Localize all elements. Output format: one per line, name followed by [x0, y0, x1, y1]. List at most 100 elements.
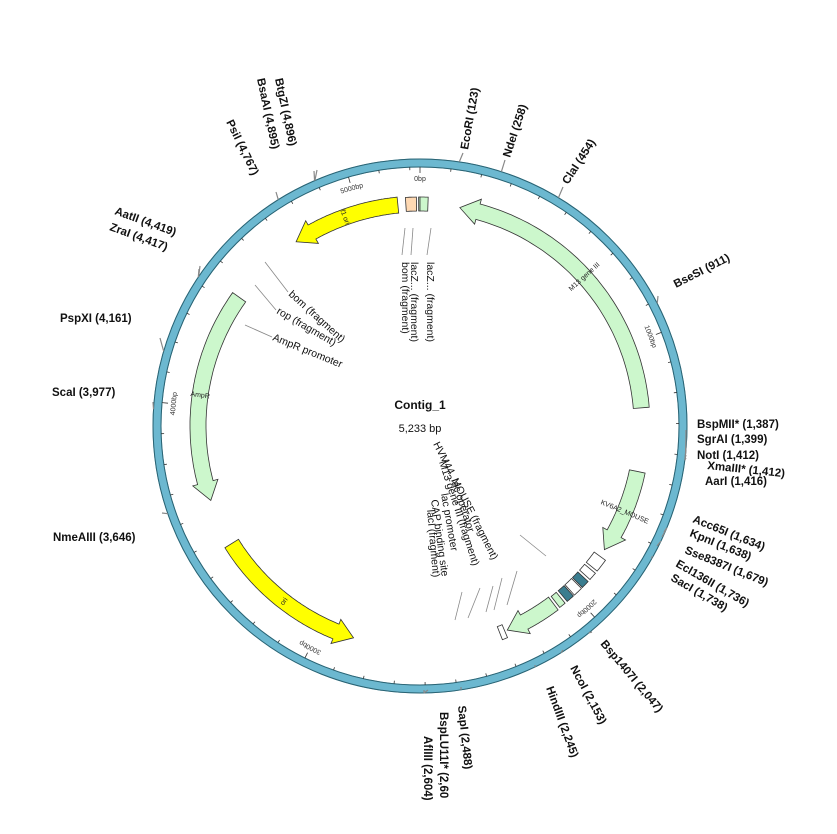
restriction-site-label: ClaI (454): [560, 137, 598, 187]
tick-mark: [568, 634, 571, 638]
restriction-site-label: BseSI (911): [672, 252, 732, 291]
restriction-site-label: Bsp1407I (2,047): [598, 638, 665, 715]
restriction-site[interactable]: BtgZI (4,896): [272, 77, 318, 181]
block-block-2240: [496, 624, 509, 641]
tick-mark: [252, 621, 256, 625]
restriction-site[interactable]: SapI (2,488): [455, 686, 474, 770]
feature-kv6a2-mouse[interactable]: KV6A2_MOUSE: [599, 469, 650, 551]
tick-mark: [230, 600, 233, 603]
feature-segment-2150[interactable]: [506, 596, 559, 635]
tick-label: 4000bp: [170, 392, 179, 416]
restriction-site[interactable]: NotI (1,412): [684, 449, 759, 462]
tick-mark: [318, 187, 321, 191]
inner-label-leader: [485, 585, 494, 613]
tick-mark: [588, 231, 592, 234]
tick-mark: [180, 522, 184, 525]
restriction-site-label: EcoRI (123): [459, 87, 482, 151]
restriction-site-label: NotI (1,412): [697, 450, 759, 462]
restriction-site[interactable]: NcoI (2,153): [560, 649, 608, 727]
backbone-outer-edge: [152, 158, 688, 694]
restriction-site-label: BspMII* (1,387): [697, 419, 779, 431]
block-lacZ-block-1: [404, 196, 418, 212]
restriction-site[interactable]: BseSI (911): [656, 252, 732, 304]
small-feature-blocks: [404, 196, 607, 641]
inner-feature-label: bom (fragment): [399, 262, 411, 334]
feature-ori[interactable]: ori: [224, 538, 355, 645]
restriction-site-label: AflIII (2,604): [421, 736, 433, 801]
inner-feature-label: lacZ... (fragment): [424, 262, 436, 342]
tick-mark: [537, 196, 541, 200]
feature-f1-ori[interactable]: f1 ori: [295, 196, 400, 244]
inner-label-leader: [454, 591, 463, 621]
restriction-site[interactable]: BspLU11I* (2,60: [423, 689, 449, 798]
feature-ampr[interactable]: AmpR: [189, 292, 247, 502]
restriction-site[interactable]: EcoRI (123): [458, 87, 482, 163]
block-block-1970: [564, 577, 582, 596]
tick-mark: [201, 285, 205, 289]
tick-label: 5000bp: [340, 182, 364, 195]
tick-mark: [645, 303, 649, 306]
restriction-site[interactable]: ClaI (454): [557, 137, 598, 198]
restriction-site-label: AarI (1,416): [705, 476, 767, 488]
restriction-site[interactable]: AflIII (2,604): [421, 689, 433, 801]
inner-label-leader: [506, 570, 518, 606]
tick-mark: [348, 176, 351, 183]
tick-mark: [193, 550, 197, 553]
restriction-site[interactable]: PspXI (4,161): [60, 313, 165, 352]
inner-label-leader: [426, 227, 432, 256]
tick-mark: [210, 576, 214, 579]
tick-mark: [648, 541, 652, 544]
restriction-site[interactable]: Bsp1407I (2,047): [588, 631, 665, 715]
tick-mark: [655, 331, 662, 335]
backbone-band: [152, 158, 688, 694]
tick-mark: [174, 341, 178, 344]
tick-mark: [610, 252, 614, 256]
restriction-site[interactable]: ScaI (3,977): [52, 387, 155, 410]
restriction-site-label: NmeAIII (3,646): [53, 532, 136, 544]
tick-mark: [290, 201, 294, 205]
inner-label-leader: [244, 324, 273, 338]
feature-m13-gene-iii[interactable]: M13 gene III: [459, 198, 650, 409]
tick-mark: [667, 361, 672, 364]
plasmid-length: 5,233 bp: [399, 423, 442, 435]
tick-label: 2000bp: [575, 598, 597, 619]
restriction-site-label: HindIII (2,245): [543, 685, 580, 760]
tick-mark: [542, 650, 545, 654]
inner-label-leader: [264, 261, 289, 293]
restriction-site-label: PsiI (4,767): [223, 118, 260, 177]
tick-label: 3000bp: [298, 639, 322, 656]
restriction-site-label: SapI (2,488): [455, 705, 474, 770]
tick-mark: [669, 484, 673, 486]
restriction-site[interactable]: NdeI (258): [500, 103, 530, 172]
inner-label-leader: [519, 534, 547, 557]
backbone-ring: [152, 158, 688, 694]
restriction-site-label: NcoI (2,153): [567, 664, 608, 727]
tick-mark: [220, 260, 223, 264]
block-block-1890: [579, 563, 596, 581]
tick-mark: [241, 237, 244, 241]
plasmid-name: Contig_1: [394, 398, 446, 412]
inner-label-leader: [410, 227, 414, 256]
tick-label: 1000bp: [642, 325, 657, 349]
restriction-site[interactable]: NmeAIII (3,646): [53, 512, 168, 544]
inner-feature-label: lacZ... (fragment): [408, 262, 420, 342]
restriction-site-label: BspLU11I* (2,60: [437, 712, 449, 798]
inner-label-leader: [401, 227, 406, 256]
block-block-2045: [550, 591, 566, 608]
tick-mark: [629, 277, 633, 280]
restriction-site-label: ScaI (3,977): [52, 387, 115, 399]
tick-mark: [590, 612, 595, 618]
tick-mark: [162, 402, 169, 404]
restriction-site-label: NdeI (258): [501, 103, 529, 159]
tick-label: 0bp: [414, 176, 426, 183]
tick-mark: [613, 592, 617, 596]
restriction-site-label: SgrAI (1,399): [697, 434, 767, 446]
restriction-site[interactable]: AarI (1,416): [684, 457, 767, 488]
tick-mark: [480, 174, 482, 178]
tick-mark: [186, 312, 190, 315]
block-block-1930: [571, 571, 589, 589]
inner-label-leader: [254, 284, 277, 311]
